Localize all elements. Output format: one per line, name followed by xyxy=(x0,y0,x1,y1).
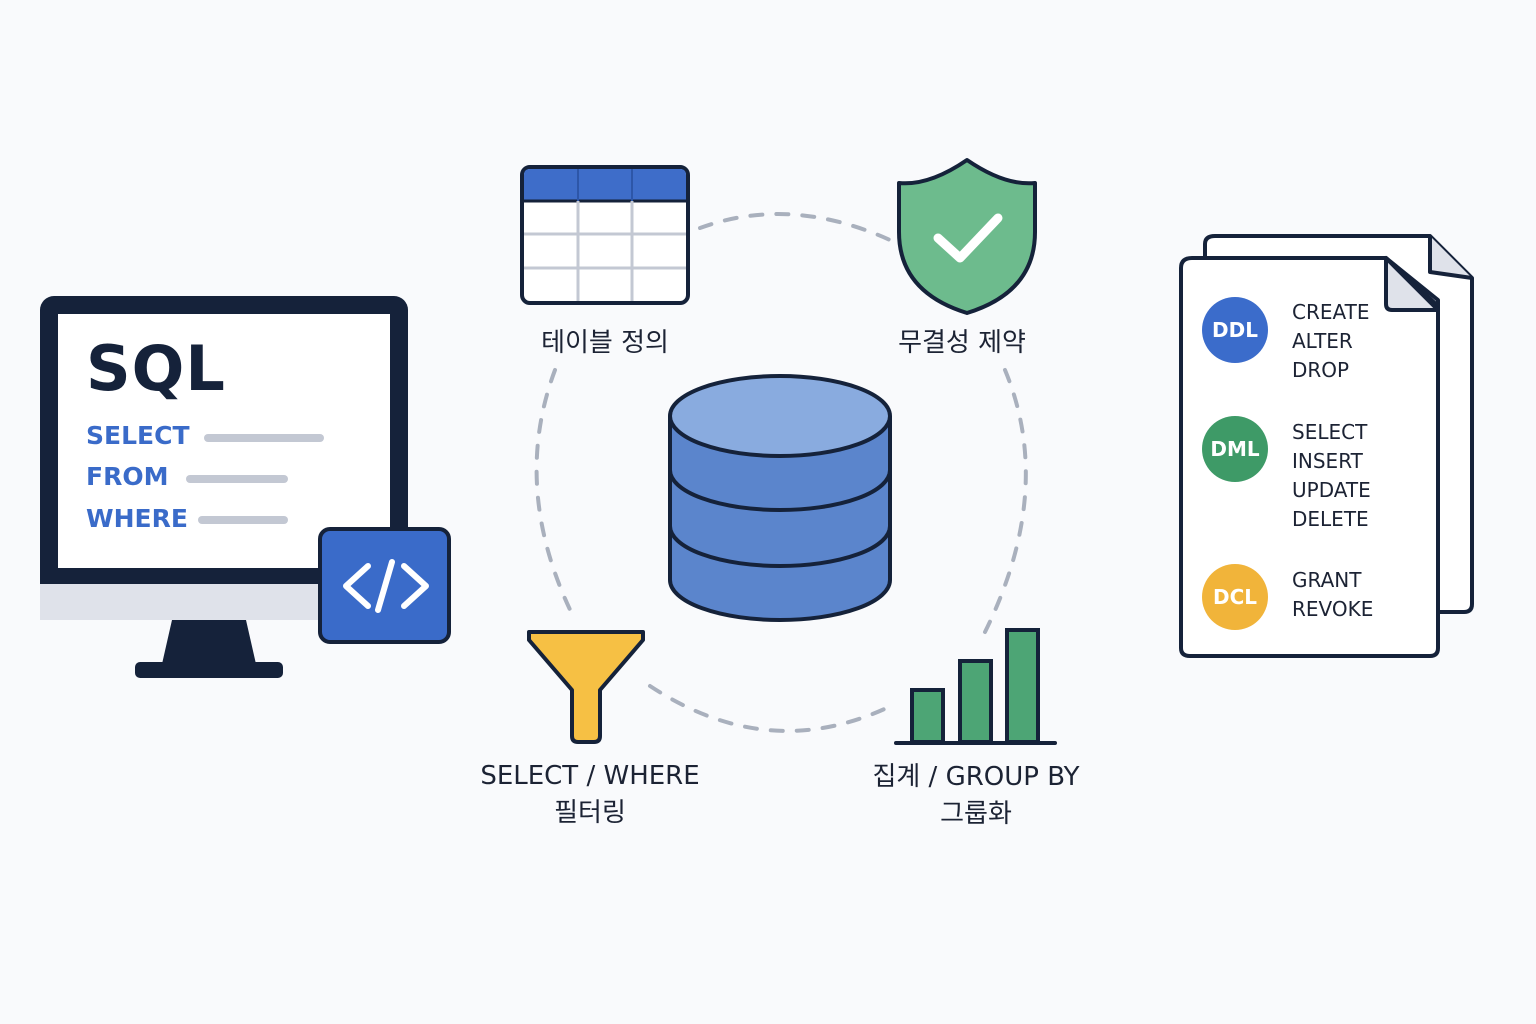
command-item: REVOKE xyxy=(1292,597,1374,621)
ring-arc-left xyxy=(534,368,577,622)
command-item: DROP xyxy=(1292,358,1350,382)
label-table-definition: 테이블 정의 xyxy=(541,328,669,358)
monitor-icon xyxy=(40,296,408,678)
code-brackets-icon xyxy=(318,527,451,644)
funnel-filter-icon xyxy=(527,630,645,744)
command-item: INSERT xyxy=(1292,449,1363,473)
label-filtering-line-1: SELECT / WHERE xyxy=(480,761,700,791)
command-item: CREATE xyxy=(1292,300,1370,324)
shield-check-icon xyxy=(897,158,1037,315)
label-integrity-constraint: 무결성 제약 xyxy=(898,328,1026,358)
command-item: DELETE xyxy=(1292,507,1369,531)
ring-arc-top xyxy=(698,212,892,242)
badge-ddl: DDL xyxy=(1202,297,1268,363)
command-item: SELECT xyxy=(1292,420,1368,444)
label-grouping-line-1: 집계 / GROUP BY xyxy=(872,762,1080,792)
dml-command-list: SELECT INSERT UPDATE DELETE xyxy=(1292,418,1371,534)
dashed-cycle-ring xyxy=(534,212,1028,733)
ring-arc-bottom xyxy=(648,684,895,733)
label-filtering: SELECT / WHERE 필터링 xyxy=(440,758,740,832)
keyword-from: FROM xyxy=(86,462,169,491)
badge-dml: DML xyxy=(1202,416,1268,482)
label-filtering-line-2: 필터링 xyxy=(554,798,626,828)
keyword-select: SELECT xyxy=(86,421,190,450)
ring-arc-right xyxy=(983,368,1028,634)
label-grouping-line-2: 그룹화 xyxy=(940,799,1012,829)
bar-chart-icon xyxy=(894,628,1057,745)
badge-dcl: DCL xyxy=(1202,564,1268,630)
table-grid-icon xyxy=(520,165,690,305)
label-grouping: 집계 / GROUP BY 그룹화 xyxy=(826,759,1126,833)
command-item: GRANT xyxy=(1292,568,1362,592)
database-icon xyxy=(668,374,892,622)
dcl-command-list: GRANT REVOKE xyxy=(1292,566,1373,624)
keyword-where: WHERE xyxy=(86,504,188,533)
sql-title: SQL xyxy=(86,332,226,405)
ddl-command-list: CREATE ALTER DROP xyxy=(1292,298,1369,385)
command-item: UPDATE xyxy=(1292,478,1371,502)
command-item: ALTER xyxy=(1292,329,1353,353)
